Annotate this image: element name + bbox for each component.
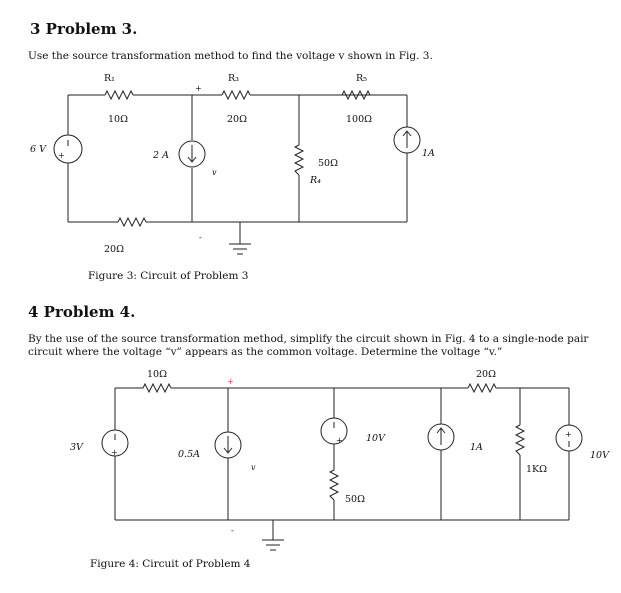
svg-text:+: + bbox=[58, 151, 65, 160]
problem3-text: Use the source transformation method to … bbox=[28, 50, 433, 62]
fig4-v-label: v bbox=[251, 463, 256, 472]
figure4-caption: Figure 4: Circuit of Problem 4 bbox=[90, 558, 251, 570]
svg-text:+: + bbox=[111, 448, 118, 457]
fig3-r3-label: R₃ bbox=[228, 73, 239, 84]
fig3-minus-label: - bbox=[199, 233, 202, 242]
fig3-v-label: v bbox=[212, 168, 217, 177]
problem4-heading: 4 Problem 4. bbox=[28, 303, 136, 321]
fig3-r1-value: 10Ω bbox=[108, 114, 128, 125]
figure3-caption: Figure 3: Circuit of Problem 3 bbox=[88, 270, 249, 282]
fig4-v-right-label: 10V bbox=[590, 450, 610, 461]
fig4-r-top-right-value: 20Ω bbox=[476, 369, 496, 380]
fig4-r-top-left-value: 10Ω bbox=[147, 369, 167, 380]
fig3-r5-label: R₅ bbox=[356, 73, 367, 84]
svg-text:+: + bbox=[336, 436, 343, 445]
fig3-isrc-left-label: 2 A bbox=[152, 150, 169, 161]
fig3-r3-value: 20Ω bbox=[227, 114, 247, 125]
fig4-v-left-label: 3V bbox=[70, 442, 84, 453]
fig3-r4-label: R₄ bbox=[309, 175, 321, 186]
fig3-plus-label: + bbox=[195, 84, 202, 93]
problem4-text: By the use of the source transformation … bbox=[28, 333, 589, 358]
fig3-r1-label: R₁ bbox=[104, 73, 115, 84]
fig3-isrc-right-label: 1A bbox=[422, 148, 435, 159]
fig4-minus-label: - bbox=[231, 526, 234, 535]
fig3-r4-value: 50Ω bbox=[318, 158, 338, 169]
fig4-plus-label: + bbox=[227, 377, 234, 386]
fig3-r5-value: 100Ω bbox=[346, 114, 372, 125]
svg-text:+: + bbox=[565, 430, 572, 439]
problem3-heading: 3 Problem 3. bbox=[30, 20, 138, 38]
fig4-r-mid-value: 50Ω bbox=[345, 494, 365, 505]
fig3-rbottom-value: 20Ω bbox=[104, 244, 124, 255]
fig4-v-mid-label: 10V bbox=[366, 433, 386, 444]
fig3-vsrc-label: 6 V bbox=[30, 144, 47, 155]
fig4-r-right-value: 1KΩ bbox=[526, 464, 547, 475]
fig4-i-left-label: 0.5A bbox=[178, 449, 200, 460]
fig4-i-right-label: 1A bbox=[470, 442, 483, 453]
